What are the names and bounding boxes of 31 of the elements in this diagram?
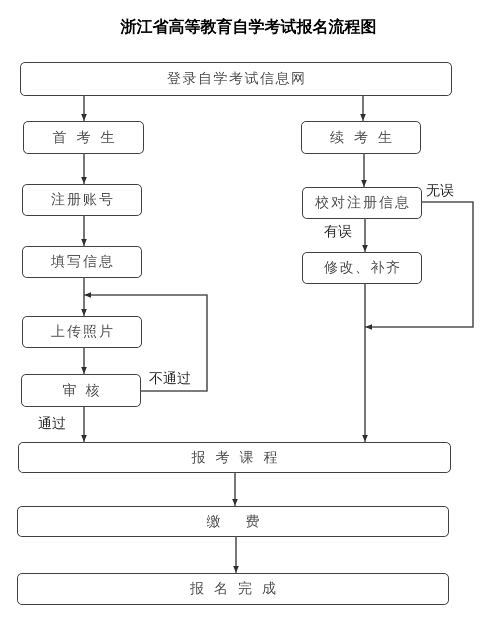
arrow — [81, 154, 87, 184]
process-box: 续考生 — [301, 121, 421, 154]
arrow — [81, 96, 87, 121]
arrow — [84, 292, 208, 392]
arrow — [361, 154, 367, 187]
arrow — [81, 216, 87, 246]
process-box: 报考课程 — [18, 442, 451, 473]
arrow — [81, 348, 87, 374]
connector-line — [364, 284, 366, 327]
process-box: 修改、补齐 — [302, 252, 422, 284]
arrow — [232, 473, 238, 506]
process-box: 登录自学考试信息网 — [20, 62, 452, 96]
edge-label: 通过 — [37, 416, 67, 432]
edge-label: 不通过 — [148, 371, 192, 387]
title: 浙江省高等教育自学考试报名流程图 — [120, 17, 378, 36]
arrow — [365, 201, 474, 330]
arrow — [233, 537, 239, 573]
process-box: 注册账号 — [22, 184, 142, 216]
process-box: 审核 — [21, 374, 141, 407]
arrow — [362, 219, 368, 252]
process-box: 报名完成 — [17, 573, 449, 605]
edge-label: 无误 — [425, 183, 455, 199]
process-box: 填写信息 — [22, 246, 142, 278]
edge-label: 有误 — [323, 224, 353, 240]
process-box: 上传照片 — [22, 316, 142, 348]
arrow — [360, 96, 366, 121]
process-box: 缴费 — [17, 506, 449, 537]
process-box: 首考生 — [23, 121, 144, 154]
arrow — [81, 407, 87, 442]
process-box: 校对注册信息 — [302, 187, 422, 219]
arrow — [362, 327, 368, 442]
